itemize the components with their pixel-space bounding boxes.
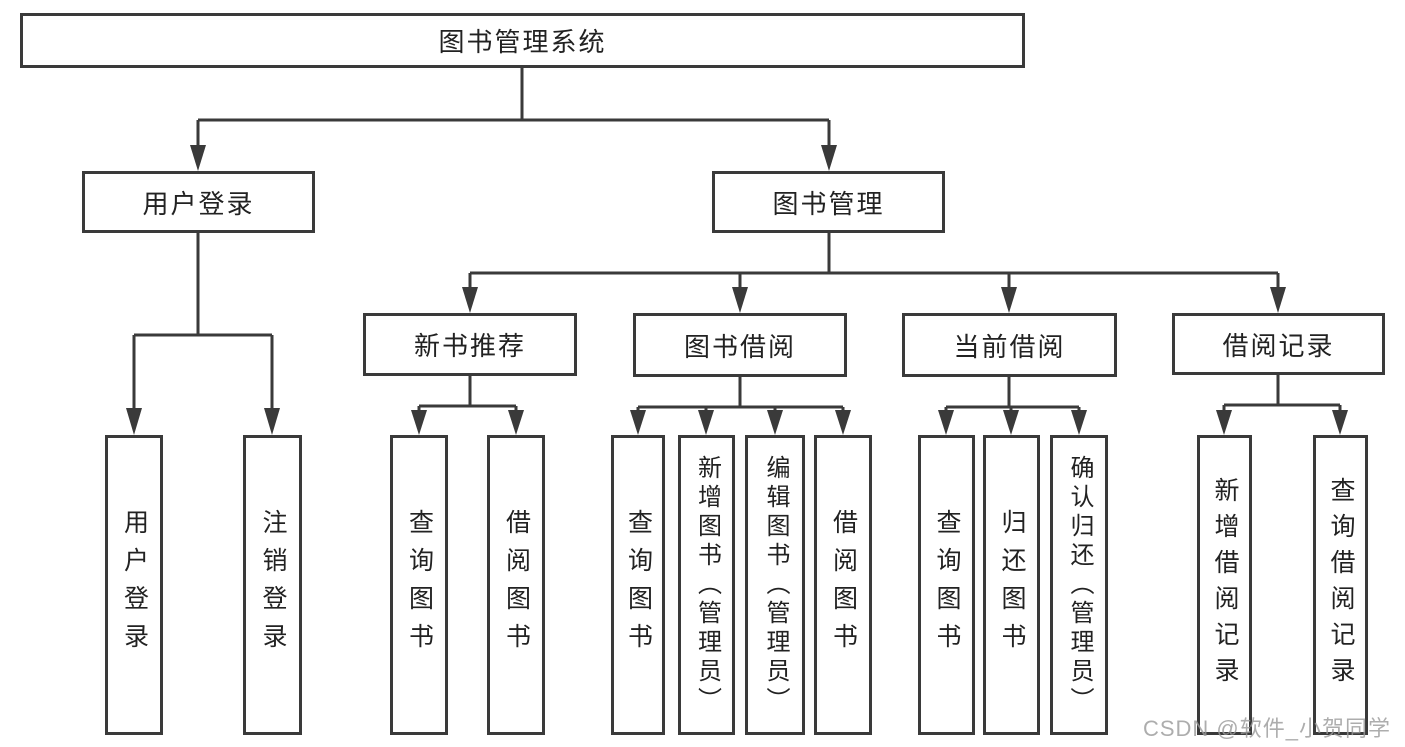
- arrowhead: [1270, 287, 1286, 313]
- connector-user-login: [132, 233, 274, 410]
- arrowhead: [264, 408, 280, 435]
- node-book-borrow: 图书借阅: [633, 313, 847, 377]
- leaf-cb-query-book-label: 查询图书: [933, 509, 961, 661]
- node-current-borrow-label: 当前借阅: [953, 331, 1066, 362]
- leaf-br-add-record-label: 新增借阅记录: [1211, 477, 1239, 693]
- connector-root: [196, 68, 831, 146]
- leaf-nbr-borrow-book-label: 借阅图书: [502, 509, 531, 661]
- arrowhead: [1332, 410, 1348, 435]
- arrowhead: [938, 410, 954, 435]
- leaf-bb-query-book-label: 查询图书: [624, 509, 653, 661]
- arrowhead: [630, 410, 646, 435]
- leaf-cb-query-book: 查询图书: [918, 435, 975, 735]
- arrowhead: [411, 410, 427, 435]
- leaf-bb-add-book-admin: 新增图书（管理员）: [678, 435, 735, 735]
- node-root: 图书管理系统: [20, 13, 1025, 68]
- arrowhead: [1216, 410, 1232, 435]
- leaf-bb-query-book: 查询图书: [611, 435, 665, 735]
- arrowhead: [732, 287, 748, 313]
- arrowhead: [508, 410, 524, 435]
- connector-new-book-recommend: [417, 376, 518, 412]
- csdn-watermark: CSDN @软件_小贺同学: [1142, 716, 1391, 741]
- leaf-br-query-record-label: 查询借阅记录: [1327, 477, 1355, 693]
- node-borrow-record: 借阅记录: [1172, 313, 1385, 375]
- arrowhead: [1003, 410, 1019, 435]
- leaf-br-add-record: 新增借阅记录: [1197, 435, 1252, 735]
- leaf-nbr-query-book-label: 查询图书: [405, 509, 434, 661]
- leaf-logout-label: 注销登录: [259, 509, 287, 661]
- leaf-bb-add-book-admin-label: 新增图书（管理员）: [693, 454, 721, 716]
- node-borrow-record-label: 借阅记录: [1222, 330, 1335, 361]
- node-book-management-label: 图书管理: [772, 188, 885, 219]
- node-root-label: 图书管理系统: [438, 27, 607, 57]
- arrowhead: [835, 410, 851, 435]
- leaf-logout: 注销登录: [243, 435, 302, 735]
- node-current-borrow: 当前借阅: [902, 313, 1117, 377]
- leaf-user-login: 用户登录: [105, 435, 163, 735]
- arrowhead: [1071, 410, 1087, 435]
- leaf-nbr-query-book: 查询图书: [390, 435, 448, 735]
- arrowhead: [190, 145, 206, 171]
- leaf-cb-confirm-return-admin-label: 确认归还（管理员）: [1066, 454, 1093, 716]
- arrowhead: [821, 145, 837, 171]
- node-new-book-recommend-label: 新书推荐: [413, 331, 526, 361]
- connector-borrow-record: [1222, 375, 1342, 412]
- node-user-login: 用户登录: [82, 171, 315, 233]
- connector-book-borrow: [636, 377, 845, 412]
- arrowhead: [767, 410, 783, 435]
- arrowhead: [1001, 287, 1017, 313]
- leaf-bb-edit-book-admin: 编辑图书（管理员）: [745, 435, 805, 735]
- leaf-cb-confirm-return-admin: 确认归还（管理员）: [1050, 435, 1108, 735]
- connector-book-management: [468, 233, 1280, 288]
- leaf-bb-borrow-book: 借阅图书: [814, 435, 872, 735]
- node-book-borrow-label: 图书借阅: [683, 331, 796, 362]
- leaf-user-login-label: 用户登录: [120, 509, 149, 661]
- arrowhead: [126, 408, 142, 435]
- node-new-book-recommend: 新书推荐: [363, 313, 577, 376]
- leaf-nbr-borrow-book: 借阅图书: [487, 435, 545, 735]
- connector-current-borrow: [944, 377, 1081, 412]
- node-user-login-label: 用户登录: [142, 188, 255, 219]
- leaf-bb-edit-book-admin-label: 编辑图书（管理员）: [762, 454, 789, 716]
- leaf-cb-return-book: 归还图书: [983, 435, 1040, 735]
- leaf-cb-return-book-label: 归还图书: [998, 509, 1026, 661]
- leaf-bb-borrow-book-label: 借阅图书: [829, 509, 858, 661]
- arrowhead: [462, 287, 478, 313]
- node-book-management: 图书管理: [712, 171, 945, 233]
- arrowhead: [698, 410, 714, 435]
- leaf-br-query-record: 查询借阅记录: [1313, 435, 1368, 735]
